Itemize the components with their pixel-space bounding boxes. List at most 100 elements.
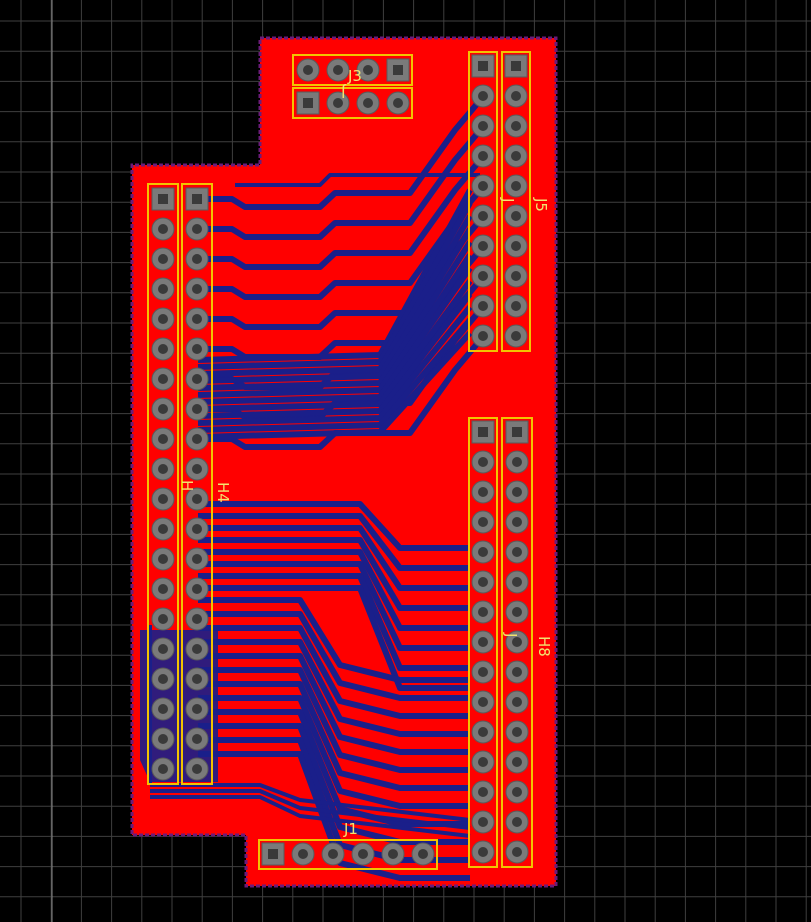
trace xyxy=(198,653,470,755)
pad-drill xyxy=(192,704,202,714)
ref-j1: J1 xyxy=(344,820,358,838)
ref-j4-overlap: J xyxy=(499,198,517,203)
pad-drill xyxy=(478,61,488,71)
trace xyxy=(198,639,470,737)
pad-drill xyxy=(158,434,168,444)
trace xyxy=(198,501,470,551)
ref-h8: H8 xyxy=(535,636,553,657)
trace xyxy=(198,625,470,719)
pad-drill xyxy=(158,344,168,354)
pad-drill xyxy=(158,224,168,234)
pad-drill xyxy=(511,241,521,251)
pad-drill xyxy=(512,667,522,677)
trace xyxy=(198,561,470,651)
ref-h3-overlap: H xyxy=(178,480,196,492)
trace xyxy=(198,611,470,701)
pad-drill xyxy=(512,427,522,437)
pad-drill xyxy=(478,757,488,767)
pad-drill xyxy=(192,434,202,444)
pad-drill xyxy=(192,284,202,294)
pad-drill xyxy=(478,667,488,677)
silk-h3 xyxy=(147,183,179,785)
ref-j3-overlap: J xyxy=(341,83,346,101)
trace xyxy=(197,188,473,363)
pad-drill xyxy=(333,98,343,108)
trace xyxy=(198,513,470,571)
trace xyxy=(198,585,470,691)
pad-drill xyxy=(478,547,488,557)
pad-drill xyxy=(192,494,202,504)
pad-drill xyxy=(192,554,202,564)
pad-layer xyxy=(151,54,529,866)
trace xyxy=(150,789,471,830)
ref-j5: J5 xyxy=(532,198,550,212)
pad-drill xyxy=(478,271,488,281)
pad-drill xyxy=(192,374,202,384)
trace xyxy=(198,667,470,773)
pad-drill xyxy=(192,734,202,744)
trace xyxy=(150,795,471,838)
pad-drill xyxy=(418,849,428,859)
pad-drill xyxy=(192,584,202,594)
pad-drill xyxy=(303,98,313,108)
silk-j4 xyxy=(468,51,498,352)
trace xyxy=(198,537,470,611)
pad-drill xyxy=(158,554,168,564)
pad-drill xyxy=(478,517,488,527)
pad-drill xyxy=(192,524,202,534)
ref-j3: J3 xyxy=(348,67,362,85)
pad-drill xyxy=(511,91,521,101)
pad-drill xyxy=(512,727,522,737)
pad-drill xyxy=(158,764,168,774)
pad-drill xyxy=(393,65,403,75)
pad-drill xyxy=(158,284,168,294)
pad-drill xyxy=(192,674,202,684)
pad-drill xyxy=(478,151,488,161)
trace xyxy=(197,240,473,391)
trace xyxy=(198,597,470,683)
pad-drill xyxy=(158,644,168,654)
trace xyxy=(197,318,473,433)
pad-drill xyxy=(478,637,488,647)
trace xyxy=(197,292,473,419)
pad-drill xyxy=(478,241,488,251)
pad-drill xyxy=(478,181,488,191)
trace xyxy=(197,214,473,377)
silk-j7 xyxy=(468,417,498,868)
pad-drill xyxy=(192,254,202,264)
pad-drill xyxy=(328,849,338,859)
trace xyxy=(198,156,485,270)
pad-drill xyxy=(478,121,488,131)
pad-drill xyxy=(192,404,202,414)
silk-h4 xyxy=(181,183,213,785)
pad-drill xyxy=(511,331,521,341)
pad-drill xyxy=(268,849,278,859)
pad-drill xyxy=(192,194,202,204)
trace xyxy=(197,253,473,398)
ref-h7-overlap: J xyxy=(502,633,520,638)
pad-drill xyxy=(158,314,168,324)
trace xyxy=(197,266,473,405)
pad-drill xyxy=(478,847,488,857)
pad-drill xyxy=(303,65,313,75)
pad-drill xyxy=(298,849,308,859)
trace xyxy=(198,723,470,845)
trace xyxy=(198,573,470,671)
pad-drill xyxy=(478,697,488,707)
pad-drill xyxy=(512,637,522,647)
pad-drill xyxy=(158,584,168,594)
pad-drill xyxy=(192,224,202,234)
pad-drill xyxy=(512,487,522,497)
pad-drill xyxy=(512,547,522,557)
pad-drill xyxy=(478,817,488,827)
silk-j5 xyxy=(501,51,531,352)
pad-drill xyxy=(363,65,373,75)
trace xyxy=(198,96,485,210)
trace xyxy=(197,227,473,384)
pad-drill xyxy=(158,464,168,474)
trace-group xyxy=(148,96,485,881)
pad-drill xyxy=(478,577,488,587)
trace xyxy=(198,336,485,450)
